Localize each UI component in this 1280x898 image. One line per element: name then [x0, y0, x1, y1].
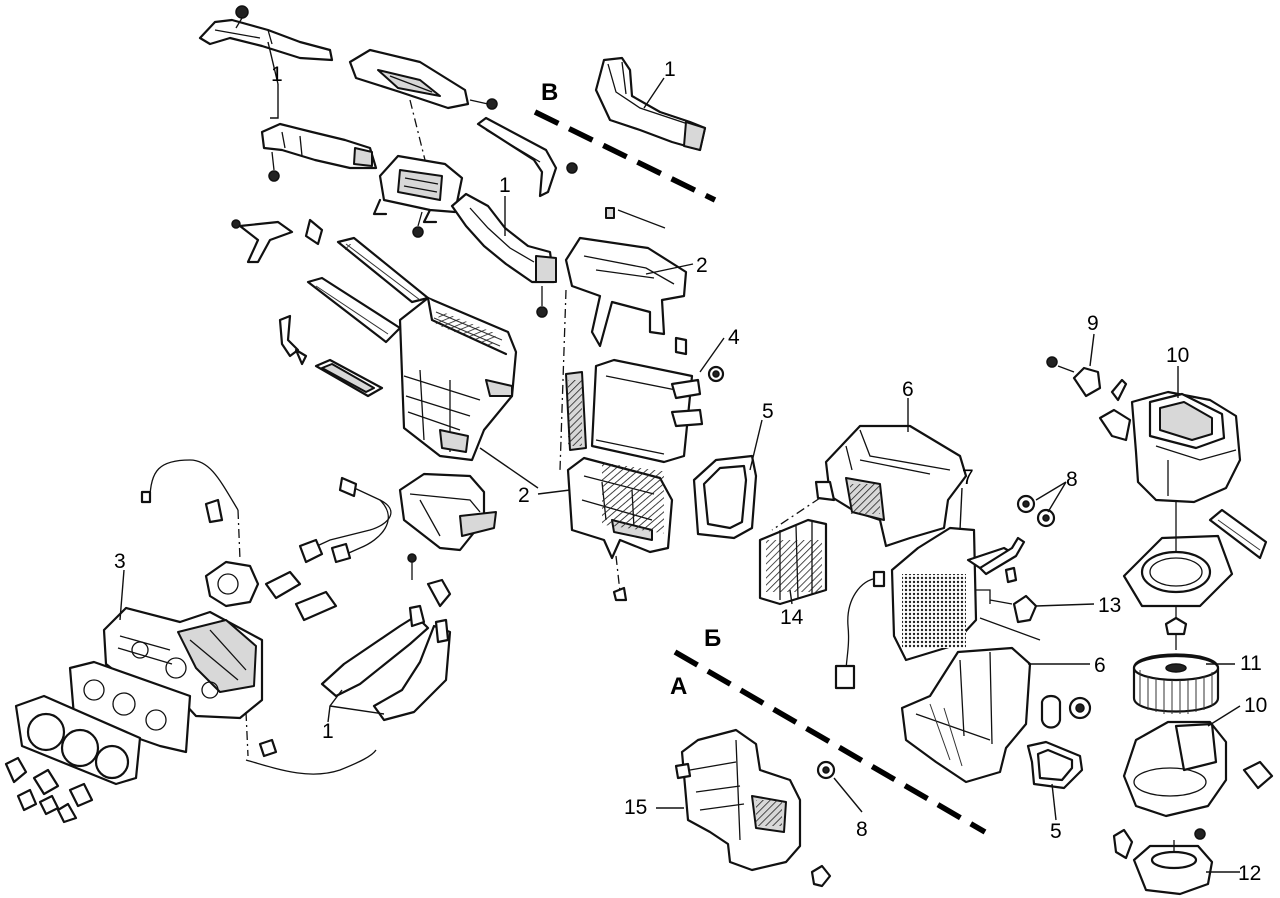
heater-case-assembly — [306, 236, 688, 602]
section-label-a: А — [670, 673, 687, 700]
cabin-filter — [758, 518, 828, 606]
callout-10-upper: 10 — [1166, 344, 1189, 367]
section-label-v: В — [541, 79, 558, 106]
evaporator-core — [834, 526, 1026, 690]
rear-duct-section-v — [594, 56, 707, 152]
callout-11: 11 — [1240, 652, 1262, 675]
callout-3: 3 — [114, 550, 126, 573]
callout-1-right: 1 — [664, 58, 676, 81]
separator-line-ab — [673, 649, 987, 835]
callout-7: 7 — [962, 466, 974, 489]
callout-4: 4 — [728, 326, 740, 349]
callout-1-top: 1 — [271, 63, 283, 86]
expansion-valve — [979, 566, 1041, 641]
callout-14: 14 — [780, 606, 804, 629]
callout-2-upper: 2 — [696, 254, 708, 277]
callout-9: 9 — [1087, 312, 1099, 335]
seal-rings-upper — [1016, 494, 1056, 528]
small-brackets — [231, 207, 688, 366]
callout-15: 15 — [624, 796, 647, 819]
callout-1-mid: 1 — [499, 174, 511, 197]
callout-8-lower: 8 — [856, 818, 868, 841]
upper-air-duct-assembly — [198, 5, 578, 318]
section-label-b: Б — [704, 625, 721, 652]
callout-12: 12 — [1238, 862, 1261, 885]
callout-2-lower: 2 — [518, 484, 530, 507]
callout-8-upper: 8 — [1066, 468, 1078, 491]
callout-1-bottom: 1 — [322, 720, 334, 743]
gasket-frame-upper — [692, 454, 758, 540]
callout-6-upper: 6 — [902, 378, 914, 401]
callout-6-lower: 6 — [1094, 654, 1106, 677]
callout-5-upper: 5 — [762, 400, 774, 423]
gasket-frame-lower — [1026, 740, 1084, 790]
separator-line-v — [533, 109, 717, 203]
blower-assembly — [1046, 356, 1274, 896]
control-panel-assembly — [4, 459, 392, 824]
evaporator-case-lower — [900, 646, 1092, 784]
evaporator-case-upper — [771, 424, 968, 548]
callout-13: 13 — [1098, 594, 1121, 617]
leader-lines — [119, 41, 1241, 873]
callout-10-lower: 10 — [1244, 694, 1267, 717]
floor-duct-assembly — [320, 472, 497, 722]
callout-5-lower: 5 — [1050, 820, 1062, 843]
evaporator-module-section-a — [674, 728, 836, 888]
heater-core — [565, 358, 725, 534]
